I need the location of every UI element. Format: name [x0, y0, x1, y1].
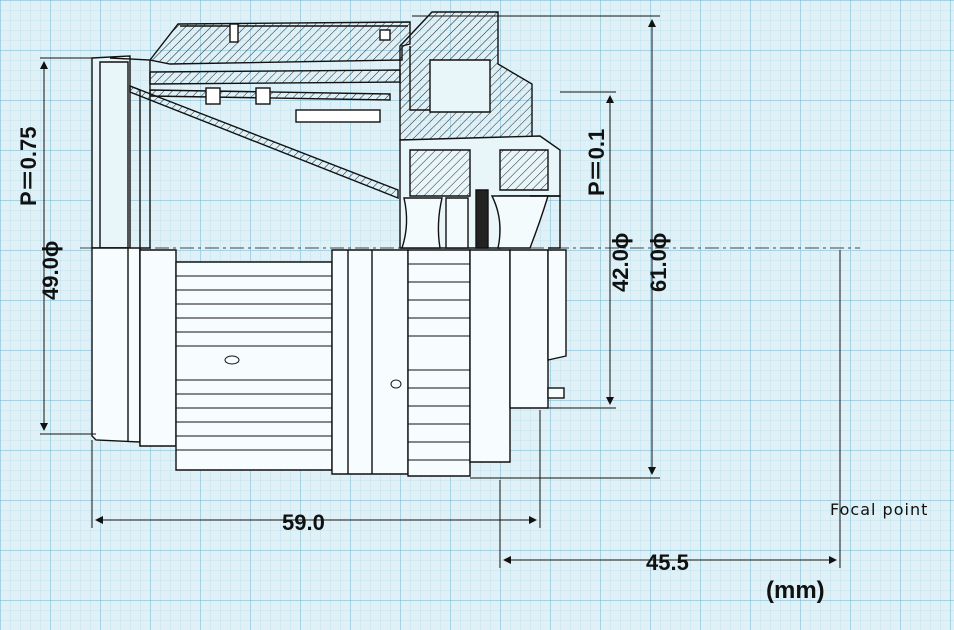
rear-diameter-label: 42.0ϕ: [608, 233, 633, 292]
front-ring-exterior: [91, 247, 141, 443]
focal-point-label: Focal point: [830, 500, 929, 519]
unit-label: (mm): [766, 577, 825, 604]
flange-focal-label: 45.5: [646, 550, 689, 575]
pitch-rear-label: P＝0.1: [584, 129, 609, 196]
cross-section-upper: [91, 11, 561, 249]
mount-pin: [547, 387, 565, 399]
mount-exterior: [469, 249, 511, 463]
front-ring-section: [91, 55, 131, 249]
dimension-lines: [40, 15, 841, 568]
top-housing: [148, 21, 411, 65]
front-diameter-label: 49.0ϕ: [38, 241, 63, 300]
aperture-ring: [407, 249, 471, 477]
exterior-lower: [91, 247, 567, 477]
max-diameter-label: 61.0ϕ: [646, 233, 671, 292]
rear-lens-element-3: [490, 195, 549, 249]
rear-lens-element-2: [445, 197, 469, 249]
focus-ring: [175, 261, 333, 471]
lens-body: [80, 11, 860, 477]
pitch-front-label: P＝0.75: [16, 127, 41, 207]
middle-barrel: [331, 249, 409, 475]
overall-length-label: 59.0: [282, 510, 325, 535]
index-mark-icon: [224, 355, 240, 365]
rear-lens-element: [401, 197, 443, 249]
